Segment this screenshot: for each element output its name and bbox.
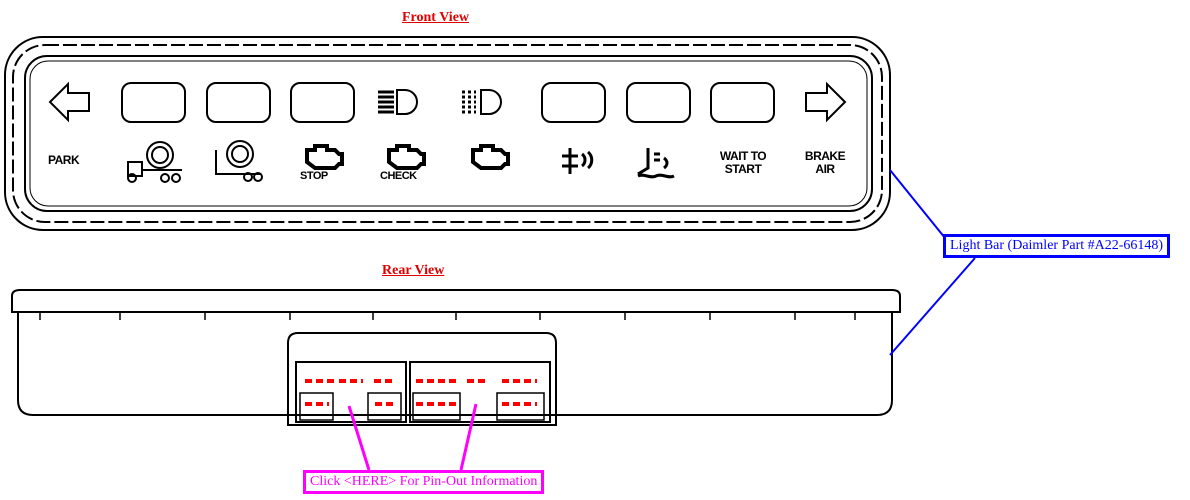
stop-label: STOP: [300, 170, 328, 182]
coolant-temp-icon: [562, 148, 594, 174]
park-label: PARK: [48, 153, 80, 167]
truck-abs-icon: [127, 141, 182, 183]
left-turn-arrow-icon: [48, 81, 90, 123]
check-label: CHECK: [380, 170, 417, 182]
light-bar-leader-lines: [889, 169, 976, 356]
rear-view-title: Rear View: [382, 263, 445, 278]
low-beam-icon: [462, 89, 502, 115]
front-view-title: Front View: [402, 10, 470, 25]
stop-engine-icon: [305, 144, 344, 170]
brake-air-label: BRAKE AIR: [804, 149, 846, 176]
light-bar-callout[interactable]: Light Bar (Daimler Part #A22-66148): [943, 234, 1171, 258]
high-beam-icon: [378, 89, 418, 115]
pin-marks: [305, 379, 537, 406]
trailer-abs-icon: [215, 140, 263, 182]
check-engine-icon: [387, 144, 426, 170]
rear-connector: [287, 332, 557, 426]
front-bezel: [4, 36, 891, 231]
blank-indicators: [121, 82, 775, 123]
coolant-level-icon: [637, 148, 675, 179]
pinout-link[interactable]: Click <HERE> For Pin-Out Information: [303, 470, 545, 494]
engine-icon: [471, 144, 510, 170]
rear-housing: [11, 289, 901, 416]
right-turn-arrow-icon: [805, 81, 847, 123]
wait-to-start-label: WAIT TO START: [719, 149, 767, 176]
pinout-leader-lines: [347, 403, 478, 471]
